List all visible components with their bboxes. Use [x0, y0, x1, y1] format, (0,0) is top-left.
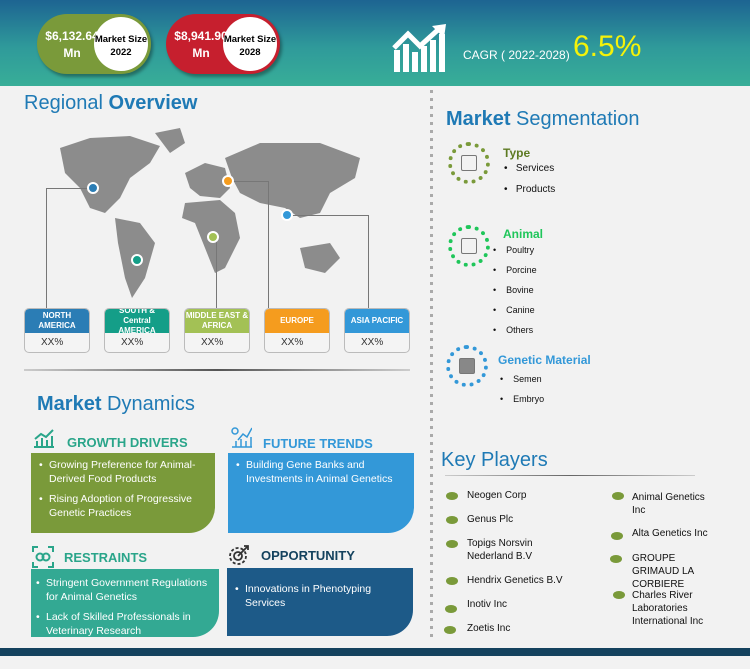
segment-item: • Canine	[493, 305, 535, 315]
segment-item: • Products	[504, 184, 556, 195]
restraints-box: Stringent Government Regulations for Ani…	[31, 569, 219, 637]
market-size-2028-label: Market Size 2028	[223, 17, 277, 71]
segment-animal-title: Animal	[503, 227, 544, 241]
genetic-material-icon	[446, 345, 488, 387]
future-trends-icon	[231, 427, 252, 448]
key-player: GROUPE GRIMAUD LA CORBIERE	[632, 553, 694, 590]
market-size-2028-value: $8,941.90 Mn	[174, 29, 228, 60]
future-trends-title: FUTURE TRENDS	[263, 436, 373, 451]
segment-type-title: Type	[503, 146, 531, 160]
growth-driver-item: Rising Adoption of Progressive Genetic P…	[39, 492, 207, 520]
opportunity-box: Innovations in Phenotyping Services	[227, 568, 413, 636]
key-player: Neogen Corp	[467, 490, 527, 501]
cagr-label: CAGR ( 2022-2028)	[463, 48, 570, 62]
cagr-value: 6.5%	[573, 30, 642, 63]
regional-overview-title: Regional Overview	[24, 92, 198, 114]
dotted-divider	[430, 90, 433, 640]
restraint-item: Lack of Skilled Professionals in Veterin…	[36, 610, 211, 638]
key-player: Hendrix Genetics B.V	[467, 575, 563, 586]
world-map	[60, 128, 360, 298]
future-trends-box: Building Gene Banks and Investments in A…	[228, 453, 414, 533]
segment-genetic-material-title: Genetic Material	[498, 353, 591, 367]
opportunity-item: Innovations in Phenotyping Services	[235, 582, 405, 610]
mea-marker	[207, 231, 219, 243]
market-segmentation-title: Market Segmentation	[446, 108, 640, 130]
segment-item: • Porcine	[493, 265, 537, 275]
segment-item: • Semen	[500, 374, 542, 384]
growth-driver-item: Growing Preference for Animal-Derived Fo…	[39, 458, 207, 486]
key-player: Genus Plc	[467, 514, 514, 525]
segment-item: • Poultry	[493, 245, 535, 255]
key-player: Alta Genetics Inc	[632, 528, 708, 539]
market-size-2022-label: Market Size 2022	[94, 17, 148, 71]
divider	[24, 369, 410, 371]
restraints-title: RESTRAINTS	[64, 550, 148, 565]
footer-bar	[0, 648, 750, 656]
divider	[445, 475, 695, 476]
key-player: Topigs Norsvin Nederland B.V	[467, 538, 533, 562]
restraints-icon	[32, 546, 54, 568]
market-dynamics-title: Market Dynamics	[37, 393, 195, 415]
segment-item: • Services	[504, 163, 555, 174]
key-players-title: Key Players	[441, 449, 548, 471]
key-player: Zoetis Inc	[467, 623, 511, 634]
south-america-marker	[131, 254, 143, 266]
growth-drivers-title: GROWTH DRIVERS	[67, 435, 188, 450]
type-icon	[448, 142, 490, 184]
opportunity-title: OPPORTUNITY	[261, 548, 355, 563]
opportunity-icon	[229, 545, 249, 565]
key-player: Charles River Laboratories International…	[632, 590, 704, 627]
market-size-2028-badge: $8,941.90 Mn Market Size 2028	[166, 14, 280, 74]
growth-chart-icon	[392, 24, 446, 72]
north-america-marker	[87, 182, 99, 194]
restraint-item: Stringent Government Regulations for Ani…	[36, 576, 211, 604]
key-player: Inotiv Inc	[467, 599, 508, 610]
segment-item: • Others	[493, 325, 534, 335]
market-size-2022-value: $6,132.64 Mn	[45, 29, 99, 60]
market-size-2022-badge: $6,132.64 Mn Market Size 2022	[37, 14, 151, 74]
segment-item: • Bovine	[493, 285, 534, 295]
growth-drivers-box: Growing Preference for Animal-Derived Fo…	[31, 453, 215, 533]
future-trend-item: Building Gene Banks and Investments in A…	[236, 458, 406, 486]
europe-marker	[222, 175, 234, 187]
growth-drivers-icon	[34, 429, 54, 448]
animal-icon	[448, 225, 490, 267]
header-banner: $6,132.64 Mn Market Size 2022 $8,941.90 …	[0, 0, 750, 86]
asia-pacific-marker	[281, 209, 293, 221]
segment-item: • Embryo	[500, 394, 545, 404]
key-player: Animal Genetics Inc	[632, 492, 705, 516]
